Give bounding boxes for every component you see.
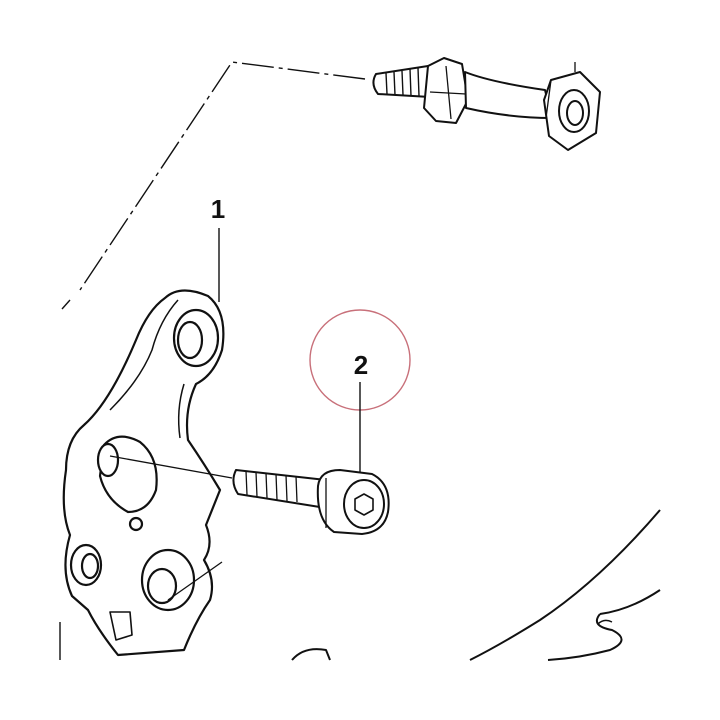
- callout-2: 2: [309, 309, 411, 476]
- leader-line-top: [61, 61, 366, 310]
- mounting-bracket-icon: [59, 289, 225, 660]
- callout-2-label: 2: [354, 350, 368, 380]
- hex-stud-icon: [372, 57, 601, 151]
- callout-1-label: 1: [211, 194, 225, 224]
- housing-edge-icon: [291, 509, 661, 661]
- socket-head-bolt-icon: [109, 455, 390, 535]
- callout-1: 1: [211, 194, 225, 302]
